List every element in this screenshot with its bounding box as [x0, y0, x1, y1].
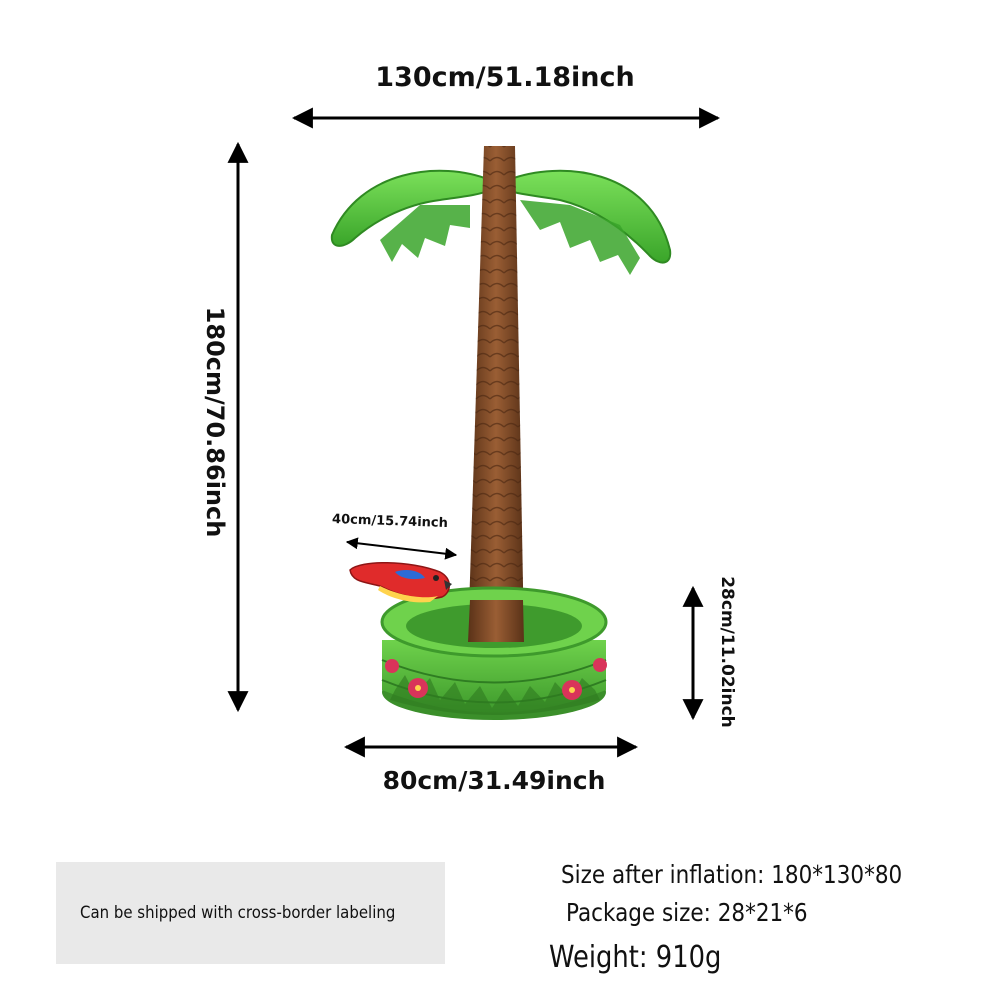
palm-trunk	[468, 146, 524, 640]
shipping-note-box	[56, 862, 445, 964]
parrot	[349, 562, 452, 603]
spec-package-size: Package size: 28*21*6	[566, 898, 808, 927]
spec-weight: Weight: 910g	[549, 940, 722, 975]
parrot-arrow	[345, 537, 458, 560]
spec-inflation-size: Size after inflation: 180*130*80	[561, 860, 903, 889]
hibiscus-flowers	[385, 658, 607, 700]
palm-leaves	[330, 169, 672, 275]
pool-height-dimension-label: 28cm/11.02inch	[717, 576, 737, 728]
shipping-note: Can be shipped with cross-border labelin…	[80, 903, 396, 923]
pool-width-dimension-label: 80cm/31.49inch	[382, 766, 606, 795]
width-dimension-label: 130cm/51.18inch	[375, 62, 635, 93]
height-dimension-label: 180cm/70.86inch	[201, 306, 229, 538]
